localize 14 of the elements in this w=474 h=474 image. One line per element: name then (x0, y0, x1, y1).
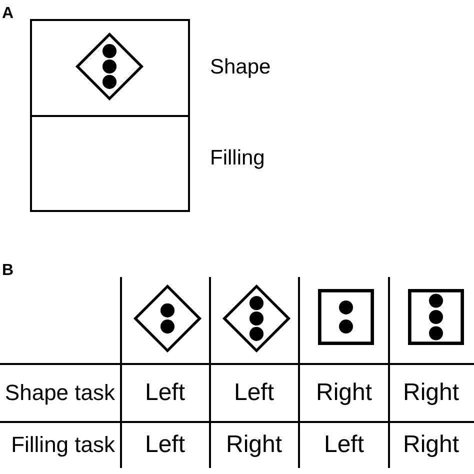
area-label: Shape (210, 56, 271, 78)
response-label: Left (144, 433, 186, 457)
row-header: Shape task (4, 382, 115, 404)
panel-letter: B (2, 263, 14, 279)
panel-letter: A (2, 6, 14, 22)
response-label: Left (324, 433, 364, 457)
response-label: Right (226, 433, 282, 457)
area-label: Filling (210, 148, 265, 168)
response-label: Right (402, 381, 460, 405)
response-label: Left (144, 381, 186, 405)
row-header: Filling task (11, 434, 115, 456)
response-label: Right (402, 433, 460, 457)
response-label: Right (316, 381, 372, 405)
response-label: Left (234, 381, 274, 405)
